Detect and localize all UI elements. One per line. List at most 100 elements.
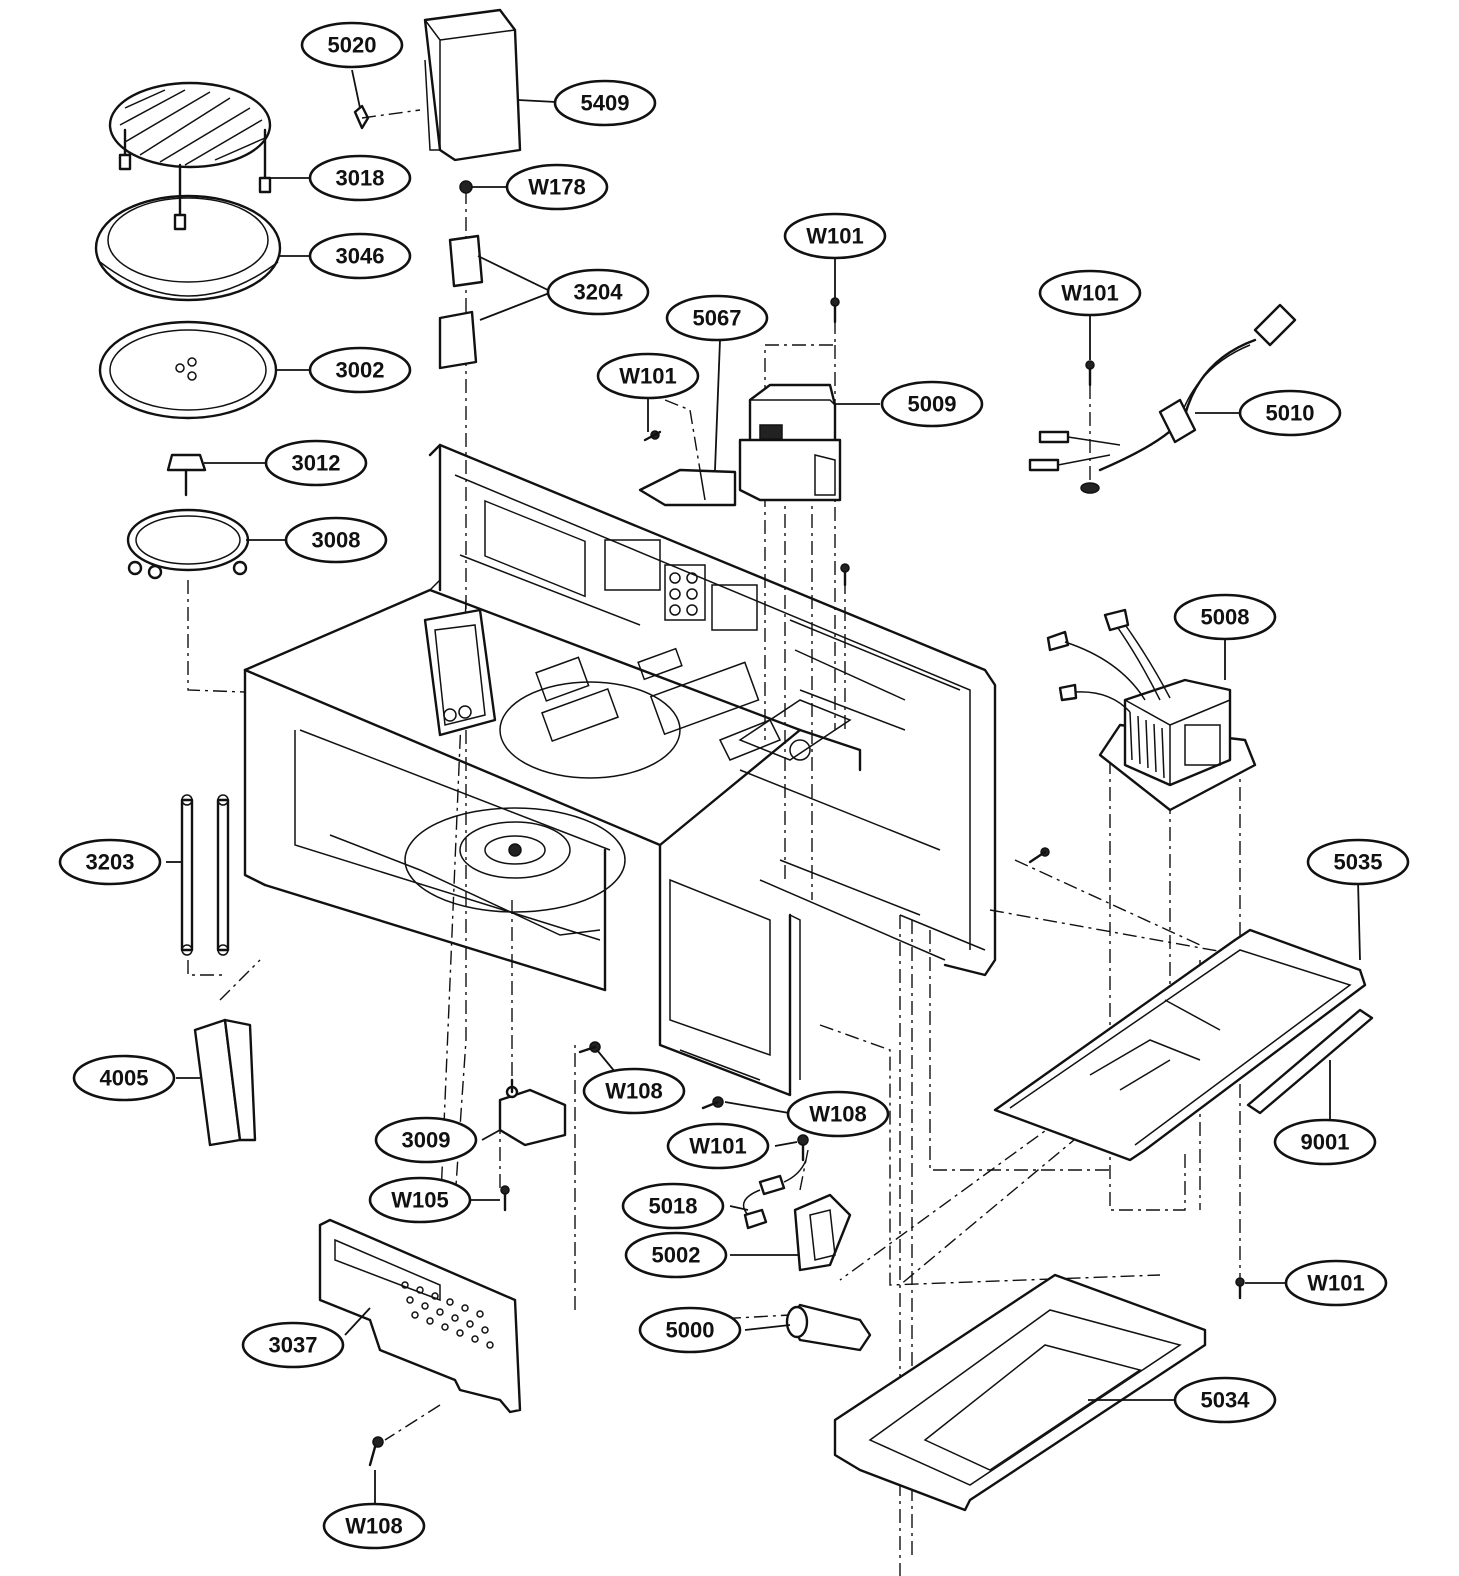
vent-grid-b bbox=[649, 661, 760, 736]
callout-label: 5008 bbox=[1201, 605, 1250, 630]
callout-w178: W178 bbox=[505, 163, 609, 211]
screw-icon bbox=[1235, 1277, 1245, 1300]
screw-icon bbox=[643, 430, 662, 442]
callout-label: W101 bbox=[1307, 1271, 1364, 1296]
callout-5409: 5409 bbox=[553, 79, 657, 127]
microwave-cavity bbox=[243, 443, 997, 1097]
callout-label: W101 bbox=[689, 1134, 746, 1159]
callout-3203: 3203 bbox=[58, 838, 162, 886]
part-5018-diode bbox=[742, 1159, 807, 1230]
callout-4005: 4005 bbox=[72, 1054, 176, 1102]
part-5008-transformer bbox=[1046, 608, 1257, 812]
callout-label: W108 bbox=[809, 1102, 866, 1127]
callout-5067: 5067 bbox=[665, 294, 769, 342]
callout-5010: 5010 bbox=[1238, 389, 1342, 437]
callout-label: 3012 bbox=[292, 451, 341, 476]
callout-label: 3204 bbox=[574, 280, 624, 305]
callout-label: 4005 bbox=[100, 1066, 149, 1091]
screw-icon bbox=[368, 1436, 384, 1467]
part-3012-coupler bbox=[166, 453, 207, 497]
callout-w101-a: W101 bbox=[783, 212, 887, 260]
callout-w101-c: W101 bbox=[596, 352, 700, 400]
screw-icon bbox=[578, 1041, 601, 1054]
callout-3037: 3037 bbox=[241, 1321, 345, 1369]
callout-label: 5000 bbox=[666, 1318, 715, 1343]
part-3002-tray bbox=[98, 320, 278, 420]
callout-w108-a: W108 bbox=[582, 1067, 686, 1115]
callout-label: W108 bbox=[605, 1079, 662, 1104]
part-9001-strip bbox=[1246, 1008, 1374, 1115]
screw-icon bbox=[1085, 360, 1095, 387]
callout-w108-b: W108 bbox=[786, 1090, 890, 1138]
part-5000-capacitor bbox=[785, 1303, 872, 1352]
screw-icon bbox=[830, 297, 840, 324]
part-3037-panel bbox=[318, 1218, 522, 1414]
callout-label: 5002 bbox=[652, 1243, 701, 1268]
part-4005-reflector bbox=[193, 1018, 257, 1147]
callout-w101-e: W101 bbox=[1284, 1259, 1388, 1307]
callout-5002: 5002 bbox=[624, 1231, 728, 1279]
part-3204-clips bbox=[438, 234, 484, 370]
callout-w101-b: W101 bbox=[1038, 269, 1142, 317]
callout-5035: 5035 bbox=[1306, 838, 1410, 886]
part-5409-cover bbox=[423, 8, 522, 162]
part-w178-screw bbox=[459, 180, 473, 194]
callout-3204: 3204 bbox=[546, 268, 650, 316]
callout-label: 3037 bbox=[269, 1333, 318, 1358]
part-3203-heaters bbox=[180, 794, 230, 956]
callout-label: 3009 bbox=[402, 1128, 451, 1153]
callout-label: W105 bbox=[391, 1188, 448, 1213]
callout-3002: 3002 bbox=[308, 346, 412, 394]
callout-5020: 5020 bbox=[300, 21, 404, 69]
callout-5034: 5034 bbox=[1173, 1376, 1277, 1424]
control-knob-cluster bbox=[664, 564, 706, 621]
callout-3046: 3046 bbox=[308, 232, 412, 280]
part-5035-baseplate bbox=[993, 928, 1367, 1162]
panel-perforation bbox=[401, 1281, 494, 1349]
callout-label: 3018 bbox=[336, 166, 385, 191]
callout-label: 9001 bbox=[1301, 1130, 1350, 1155]
callout-label: W178 bbox=[528, 175, 585, 200]
screw-icon bbox=[500, 1185, 510, 1212]
callout-label: 5035 bbox=[1334, 850, 1383, 875]
callout-w105: W105 bbox=[368, 1176, 472, 1224]
callout-5018: 5018 bbox=[621, 1182, 725, 1230]
part-5034-bottomcover bbox=[833, 1273, 1207, 1512]
screw-icon bbox=[797, 1134, 809, 1162]
callout-label: 5009 bbox=[908, 392, 957, 417]
part-3018-rack bbox=[108, 81, 272, 231]
callout-3009: 3009 bbox=[374, 1116, 478, 1164]
callout-label: 3002 bbox=[336, 358, 385, 383]
callout-label: 5010 bbox=[1266, 401, 1315, 426]
callout-w108-c: W108 bbox=[322, 1502, 426, 1550]
callout-3012: 3012 bbox=[264, 439, 368, 487]
screw-icon bbox=[1028, 847, 1050, 864]
callout-label: W101 bbox=[1061, 281, 1118, 306]
callout-label: 3046 bbox=[336, 244, 385, 269]
callout-9001: 9001 bbox=[1273, 1118, 1377, 1166]
callout-label: 5409 bbox=[581, 91, 630, 116]
callout-5009: 5009 bbox=[880, 380, 984, 428]
callout-label: 3203 bbox=[86, 850, 135, 875]
screw-icon bbox=[840, 563, 850, 587]
callout-label: 5034 bbox=[1201, 1388, 1251, 1413]
part-3008-roller bbox=[126, 508, 250, 580]
callout-label: 3008 bbox=[312, 528, 361, 553]
callout-label: W101 bbox=[806, 224, 863, 249]
part-5009-magnetron bbox=[738, 383, 842, 502]
callout-label: W101 bbox=[619, 364, 676, 389]
screws bbox=[368, 297, 1245, 1467]
screw-icon bbox=[701, 1096, 724, 1110]
part-3046-pan bbox=[94, 194, 282, 302]
part-5002-bracket bbox=[793, 1193, 852, 1272]
callout-5000: 5000 bbox=[638, 1306, 742, 1354]
callout-label: 5020 bbox=[328, 33, 377, 58]
callout-5008: 5008 bbox=[1173, 593, 1277, 641]
callout-3018: 3018 bbox=[308, 154, 412, 202]
callout-label: 5067 bbox=[693, 306, 742, 331]
vent-grid-a bbox=[535, 656, 619, 743]
callout-label: 5018 bbox=[649, 1194, 698, 1219]
callout-w101-d: W101 bbox=[666, 1122, 770, 1170]
callout-label: W108 bbox=[345, 1514, 402, 1539]
